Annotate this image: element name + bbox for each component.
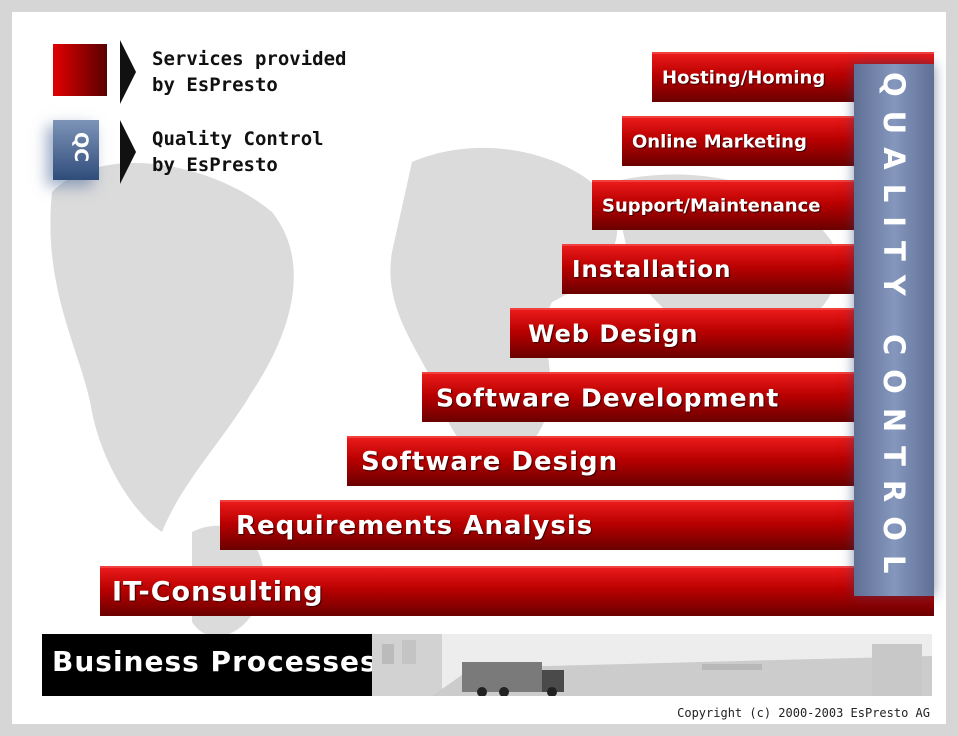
step-label: Hosting/Homing <box>662 67 826 89</box>
business-processes-bar: Business Processes <box>42 634 377 696</box>
quality-control-bar: QUALITY CONTROL <box>854 64 934 596</box>
step-software-development: Software Development <box>422 372 934 422</box>
step-label: Software Development <box>436 383 780 413</box>
services-legend-text: Services provided by EsPresto <box>152 46 346 98</box>
services-legend-line1: Services provided <box>152 48 347 70</box>
services-legend-line2: by EsPresto <box>152 74 278 96</box>
step-label: Web Design <box>528 320 699 348</box>
qc-legend-line2: by EsPresto <box>152 154 278 176</box>
services-legend-swatch <box>53 44 107 96</box>
qc-legend-badge-text: QC <box>70 131 93 163</box>
step-it-consulting: IT-Consulting <box>100 566 934 616</box>
canvas: Services provided by EsPresto QC Quality … <box>12 12 946 724</box>
services-legend-arrow <box>120 40 136 104</box>
factory-truck-illustration <box>372 634 932 696</box>
step-label: Software Design <box>361 447 619 477</box>
step-software-design: Software Design <box>347 436 934 486</box>
qc-legend-text: Quality Control by EsPresto <box>152 126 324 178</box>
step-label: Installation <box>572 257 732 283</box>
qc-legend-arrow <box>120 120 136 184</box>
step-label: Support/Maintenance <box>602 195 821 217</box>
step-label: Requirements Analysis <box>236 511 594 541</box>
step-label: Online Marketing <box>632 131 807 153</box>
step-label: IT-Consulting <box>112 576 324 608</box>
business-processes-label: Business Processes <box>52 645 378 678</box>
quality-control-label: QUALITY CONTROL <box>877 72 911 588</box>
step-requirements-analysis: Requirements Analysis <box>220 500 934 550</box>
qc-legend-badge: QC <box>53 120 99 180</box>
copyright-notice: Copyright (c) 2000-2003 EsPresto AG <box>677 706 930 720</box>
qc-legend-line1: Quality Control <box>152 128 324 150</box>
